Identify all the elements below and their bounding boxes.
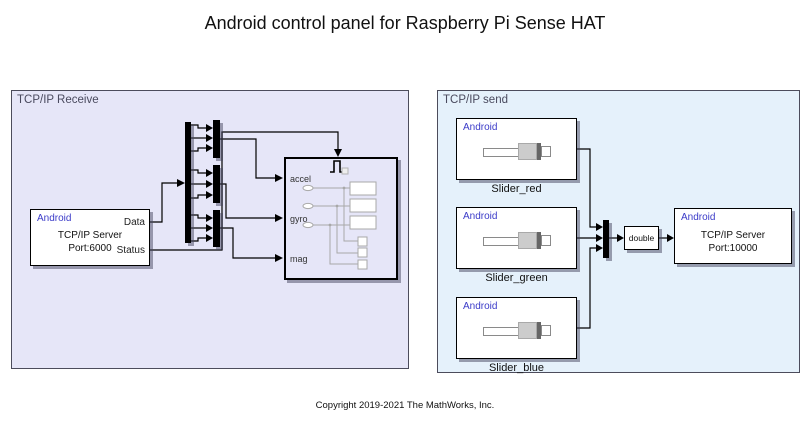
slider-end-square	[541, 235, 551, 246]
android-vendor-label: Android	[463, 122, 498, 133]
slider-end-square	[541, 146, 551, 157]
slider-green-name: Slider_green	[485, 272, 548, 284]
slider-bar	[537, 143, 541, 160]
display-subsystem-block[interactable]: accel gyro mag	[284, 157, 398, 280]
signal-slider-red[interactable]	[577, 148, 603, 231]
android-vendor-label: Android	[37, 213, 72, 224]
slider-handle	[518, 322, 537, 339]
slider-blue-name: Slider_blue	[488, 362, 545, 374]
signal-slider-blue[interactable]	[577, 244, 603, 329]
tcpip-server-send-block[interactable]: Android TCP/IP Server Port:10000	[674, 208, 792, 264]
slider-red-name: Slider_red	[491, 183, 542, 195]
android-vendor-label: Android	[463, 211, 498, 222]
block-line1: TCP/IP Server	[700, 230, 766, 241]
signal-accel[interactable]	[220, 138, 283, 182]
port-label-data: Data	[123, 217, 145, 228]
slider-handle	[518, 232, 537, 249]
conversion-label: double	[628, 233, 655, 243]
slider-icon	[483, 322, 553, 342]
slider-blue-block[interactable]: Android	[456, 297, 577, 359]
mux-block-rgb[interactable]	[603, 220, 609, 258]
slider-red-block[interactable]: Android	[456, 118, 577, 180]
model-title: Android control panel for Raspberry Pi S…	[204, 13, 606, 33]
signal-mag[interactable]	[220, 227, 283, 262]
port-label-accel: accel	[290, 174, 312, 184]
data-type-conversion-block[interactable]: double	[624, 226, 659, 250]
demux-block[interactable]	[185, 122, 191, 243]
block-text: TCP/IP Server Port:6000	[31, 229, 149, 255]
mux-block-gyro[interactable]	[213, 165, 220, 203]
block-line2: Port:6000	[68, 243, 112, 254]
signal-slider-green[interactable]	[577, 234, 603, 242]
slider-icon	[483, 232, 553, 252]
signal-demux-to-mux2[interactable]	[191, 169, 213, 199]
signal-gyro[interactable]	[220, 183, 283, 222]
subsystem-preview	[302, 181, 377, 270]
area-tcpip-receive-label: TCP/IP Receive	[17, 94, 99, 106]
mux-block-mag[interactable]	[213, 210, 220, 247]
block-line1: TCP/IP Server	[57, 230, 123, 241]
slider-bar	[537, 322, 541, 339]
signal-status-to-trigger[interactable]	[150, 131, 342, 251]
block-text: TCP/IP Server Port:10000	[675, 229, 791, 255]
signal-demux-to-mux1[interactable]	[191, 124, 213, 152]
slider-green-block[interactable]: Android	[456, 207, 577, 269]
slider-handle	[518, 143, 537, 160]
slider-icon	[483, 143, 553, 163]
trigger-pulse-icon	[330, 160, 349, 175]
slider-end-square	[541, 325, 551, 336]
port-label-status: Status	[116, 245, 145, 256]
area-tcpip-send-label: TCP/IP send	[443, 94, 508, 106]
copyright-note: Copyright 2019-2021 The MathWorks, Inc.	[315, 400, 495, 411]
port-label-mag: mag	[290, 254, 308, 264]
signal-mux-to-double[interactable]	[609, 234, 624, 242]
android-vendor-label: Android	[463, 301, 498, 312]
signal-data-to-demux[interactable]	[150, 179, 185, 223]
slider-bar	[537, 232, 541, 249]
port-label-gyro: gyro	[290, 214, 308, 224]
signal-double-to-server[interactable]	[659, 234, 674, 242]
slider-track	[483, 327, 519, 336]
block-line2: Port:10000	[708, 243, 758, 254]
signal-demux-to-mux3[interactable]	[191, 214, 213, 242]
slider-track	[483, 148, 519, 157]
android-vendor-label: Android	[681, 212, 716, 223]
mux-block-accel[interactable]	[213, 120, 220, 158]
slider-track	[483, 237, 519, 246]
tcpip-server-receive-block[interactable]: Android TCP/IP Server Port:6000 Data Sta…	[30, 209, 150, 266]
